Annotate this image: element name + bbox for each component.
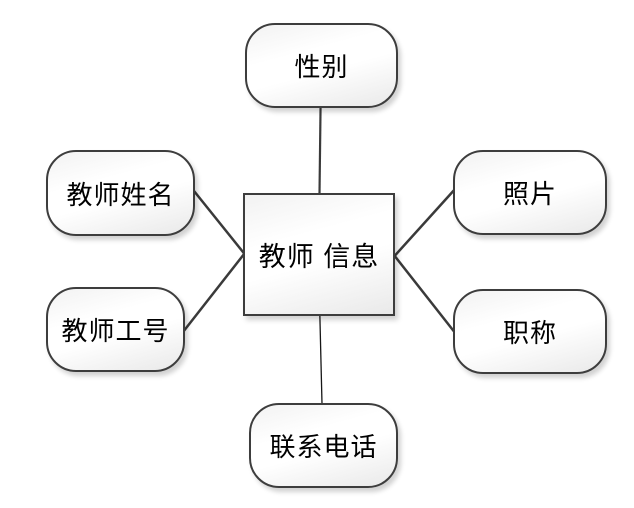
attribute-label-gender: 性别 [294,52,349,82]
attribute-label-photo: 照片 [502,179,557,209]
attribute-node-phone[interactable]: 联系电话 [249,403,398,488]
connector-title-teacher-info [389,249,457,335]
attribute-node-photo[interactable]: 照片 [453,150,607,235]
entity-label: 教师 信息 [258,242,380,272]
attribute-node-teacher-name[interactable]: 教师姓名 [46,150,195,236]
attribute-label-title: 职称 [502,318,557,348]
entity-node-teacher-info[interactable]: 教师 信息 [243,193,395,316]
attribute-label-teacher-name: 教师姓名 [66,179,175,210]
connector-teacher-name-teacher-info [193,190,248,258]
attribute-node-title[interactable]: 职称 [453,289,607,374]
connector-photo-teacher-info [389,187,457,262]
attribute-label-phone: 联系电话 [269,432,378,462]
connector-teacher-id-teacher-info [182,248,249,333]
attribute-node-teacher-id[interactable]: 教师工号 [46,287,185,372]
attribute-label-teacher-id: 教师工号 [61,316,170,346]
attribute-node-gender[interactable]: 性别 [245,23,398,108]
